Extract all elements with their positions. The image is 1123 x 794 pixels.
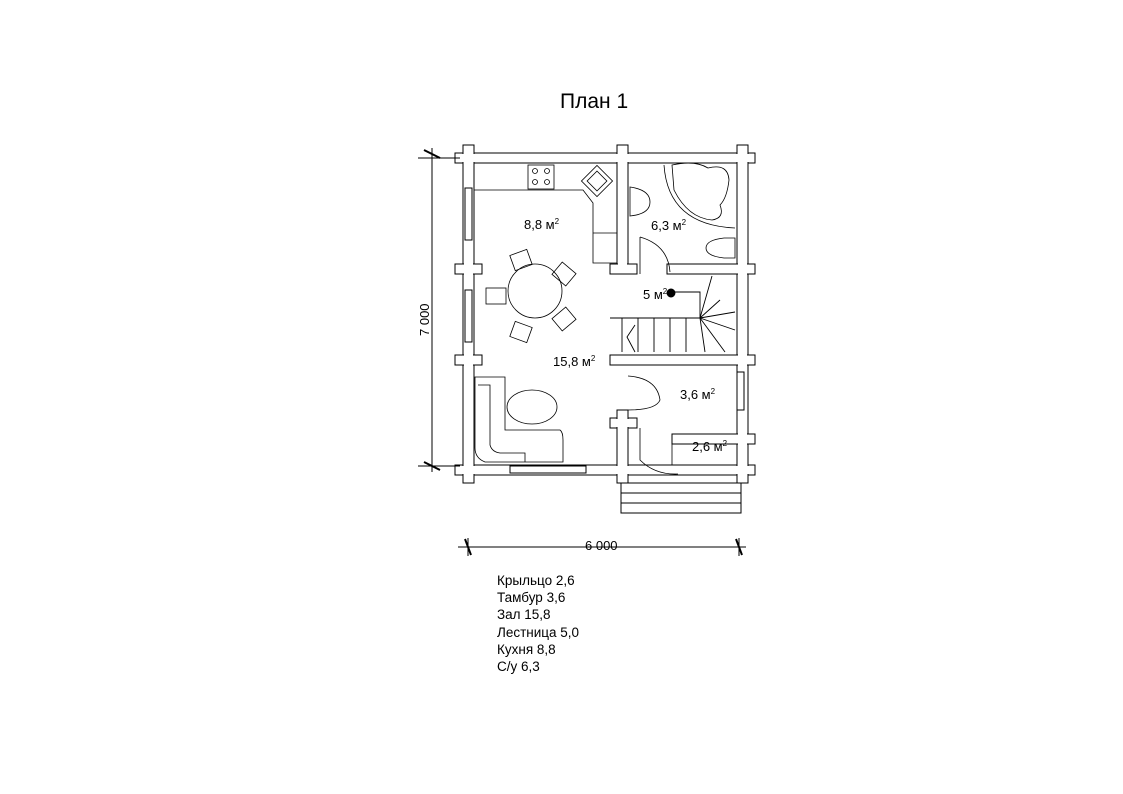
bathtub-icon xyxy=(671,162,730,221)
walls xyxy=(454,144,756,484)
kitchen-furniture xyxy=(474,164,617,344)
dimension-width: 6 000 xyxy=(458,538,746,556)
windows xyxy=(464,187,745,474)
toilet-icon xyxy=(705,237,736,259)
room-legend: Крыльцо 2,6 Тамбур 3,6 Зал 15,8 Лестница… xyxy=(497,572,579,675)
svg-text:2,6 м2: 2,6 м2 xyxy=(692,439,728,454)
staircase xyxy=(610,275,736,353)
svg-text:8,8 м2: 8,8 м2 xyxy=(524,217,560,232)
dining-table xyxy=(507,263,563,319)
coffee-table xyxy=(506,389,558,425)
porch-steps xyxy=(620,482,742,514)
dimension-height: 7 000 xyxy=(417,148,460,472)
svg-text:3,6 м2: 3,6 м2 xyxy=(680,387,716,402)
svg-text:15,8 м2: 15,8 м2 xyxy=(553,354,596,369)
plan-title: План 1 xyxy=(560,90,629,113)
room-labels: 8,8 м2 6,3 м2 5 м2 15,8 м2 3,6 м2 2,6 м2 xyxy=(524,217,728,454)
bathroom-fixtures xyxy=(629,162,736,259)
sink-icon xyxy=(580,164,614,198)
stove-icon xyxy=(527,164,555,190)
legend-item: Крыльцо 2,6 xyxy=(497,573,575,588)
legend-item: Лестница 5,0 xyxy=(497,624,580,640)
svg-text:6 000: 6 000 xyxy=(585,538,618,553)
living-furniture xyxy=(474,376,564,463)
legend-item: Кухня 8,8 xyxy=(497,641,556,657)
washbasin-icon xyxy=(629,186,651,217)
doors xyxy=(627,236,679,475)
legend-item: С/у 6,3 xyxy=(497,659,540,675)
legend-item: Зал 15,8 xyxy=(497,607,551,623)
legend-item: Тамбур 3,6 xyxy=(497,590,566,606)
svg-text:5 м2: 5 м2 xyxy=(643,287,668,302)
svg-text:6,3 м2: 6,3 м2 xyxy=(651,218,687,233)
svg-text:7 000: 7 000 xyxy=(417,303,432,336)
